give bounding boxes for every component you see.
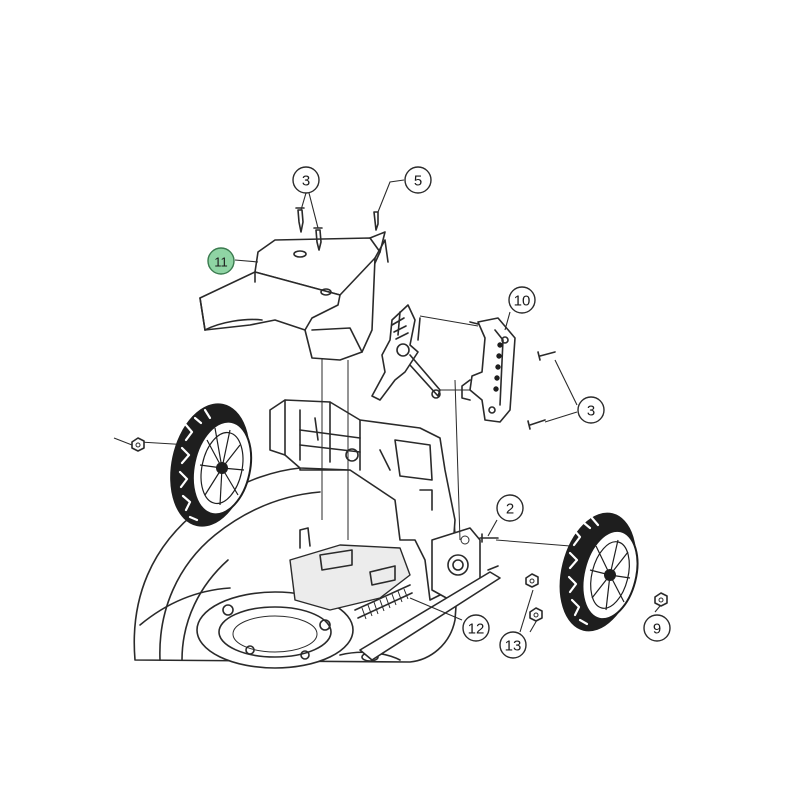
callout-9: 9 [643,614,671,642]
svg-text:2: 2 [506,501,514,518]
callout-5: 5 [404,166,432,194]
rear-axle [354,565,501,661]
callout-12: 12 [462,614,490,642]
svg-text:5: 5 [414,173,422,190]
svg-text:13: 13 [505,638,522,655]
height-adjust-lever [371,304,441,401]
right-rear-wheel [559,512,639,632]
callout-10: 10 [508,286,536,314]
leader-lines [113,179,661,633]
callout-11: 11 [207,247,235,275]
callout-13: 13 [499,631,527,659]
svg-text:11: 11 [214,255,228,270]
callout-3-top: 3 [292,166,320,194]
left-rear-wheel [170,403,253,527]
top-cover [199,231,389,361]
callout-2: 2 [496,494,524,522]
screw-set-bracket [469,321,556,430]
svg-text:9: 9 [653,621,661,638]
rear-frame [269,399,481,601]
svg-text:3: 3 [302,173,310,190]
svg-text:10: 10 [514,293,531,310]
svg-text:3: 3 [587,403,595,420]
callouts: 3 5 11 10 3 2 12 13 [207,166,671,659]
torsion-spring [354,584,413,620]
hardware-nuts [131,437,668,622]
svg-text:12: 12 [468,621,485,638]
side-bracket [461,317,516,423]
assembly-guide-lines [139,315,596,549]
callout-3-right: 3 [577,396,605,424]
